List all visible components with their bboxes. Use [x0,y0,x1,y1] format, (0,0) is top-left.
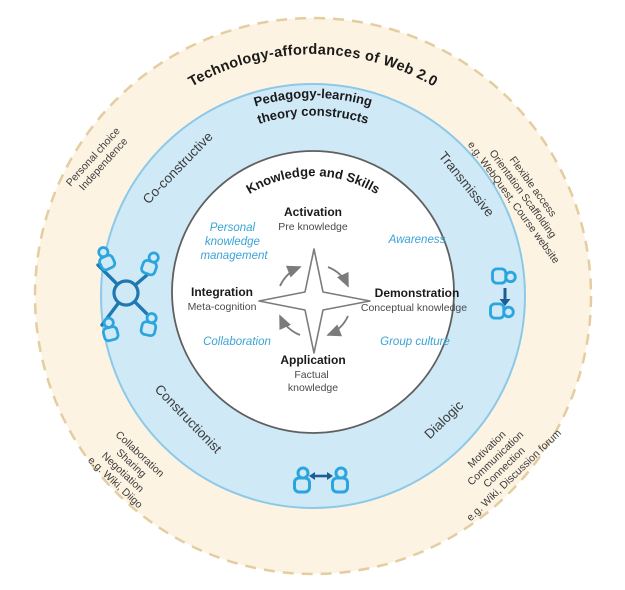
phase-integration: Integration [191,285,253,299]
phase-integration-knowledge: Meta-cognition [188,301,257,313]
compass-star-icon [258,248,371,354]
process-personal-knowledge-management: Personal knowledge management [200,222,268,262]
double-arrow-left-head [309,472,315,480]
process-collaboration: Collaboration [203,336,271,348]
cycle-arrow-top-right [327,266,349,288]
dialogue-icon [293,466,349,494]
phase-application: Application [280,353,345,367]
down-arrow-head [499,299,511,306]
transmission-icon [489,267,517,320]
network-collaboration-icon [92,244,163,344]
process-awareness: Awareness [388,234,446,246]
phase-demonstration-knowledge: Conceptual knowledge [361,302,467,314]
person-icon [331,466,349,494]
phase-demonstration: Demonstration [375,286,460,300]
person-icon [491,267,517,285]
person-icon [489,302,515,320]
network-hub-icon [112,279,140,307]
person-icon [293,466,311,494]
phase-activation: Activation [284,205,342,219]
phase-activation-knowledge: Pre knowledge [278,221,348,233]
cycle-arrow-bottom-right [326,315,349,337]
double-arrow-right-head [327,472,333,480]
phase-application-knowledge: Factual knowledge [288,369,338,394]
cycle-arrow-bottom-left [279,314,301,336]
learning-cycle-star [258,248,371,354]
cycle-arrow-top-left [279,265,302,287]
process-group-culture: Group culture [380,336,450,348]
